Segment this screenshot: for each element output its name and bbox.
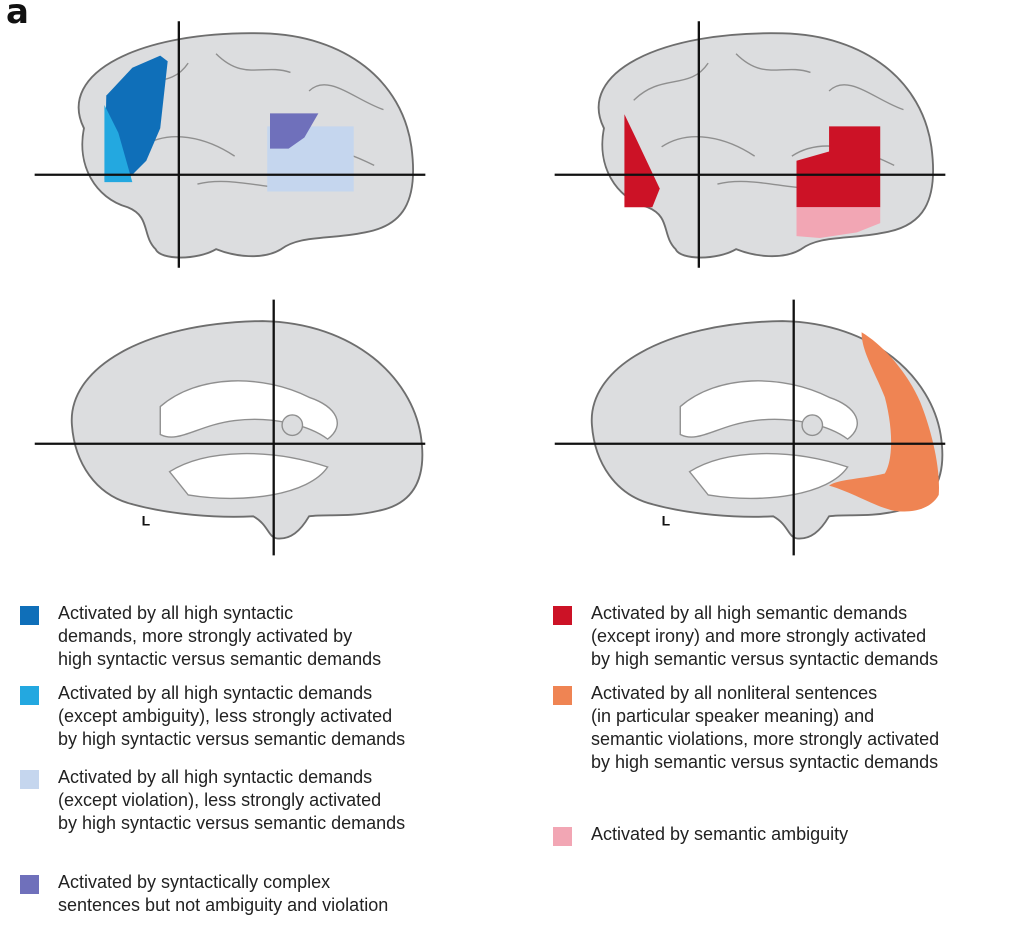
legend-text: Activated by all high syntactic demands,…: [58, 602, 381, 671]
brain-outline: [599, 33, 933, 257]
legend-item: Activated by syntactically complex sente…: [20, 871, 388, 917]
legend-text: Activated by syntactically complex sente…: [58, 871, 388, 917]
thalamus: [282, 415, 302, 435]
legend-item: Activated by all nonliteral sentences (i…: [553, 682, 939, 774]
thalamus: [802, 415, 822, 435]
legend-item: Activated by all high syntactic demands …: [20, 766, 405, 835]
brain-medial-semantic: L: [550, 295, 950, 560]
brain-lateral-semantic: [550, 12, 950, 277]
legend-item: Activated by all high semantic demands (…: [553, 602, 938, 671]
legend-swatch: [20, 770, 39, 789]
brain-medial-syntactic: L: [30, 295, 430, 560]
legend-swatch: [553, 686, 572, 705]
brain-lateral-syntactic: [30, 12, 430, 277]
legend-swatch: [553, 606, 572, 625]
panel-label: a: [6, 0, 29, 32]
legend-swatch: [20, 686, 39, 705]
legend-item: Activated by all high syntactic demands,…: [20, 602, 381, 671]
legend-text: Activated by all nonliteral sentences (i…: [591, 682, 939, 774]
legend-item: Activated by all high syntactic demands …: [20, 682, 405, 751]
legend-swatch: [20, 875, 39, 894]
legend-text: Activated by all high semantic demands (…: [591, 602, 938, 671]
legend-swatch: [553, 827, 572, 846]
legend-text: Activated by all high syntactic demands …: [58, 682, 405, 751]
legend-text: Activated by all high syntactic demands …: [58, 766, 405, 835]
brain-outline: [72, 321, 423, 539]
lateral-brain-shape: [599, 33, 933, 257]
hemisphere-label: L: [662, 513, 671, 529]
medial-brain-shape: [72, 321, 423, 539]
legend-text: Activated by semantic ambiguity: [591, 823, 848, 846]
hemisphere-label: L: [142, 513, 151, 529]
legend-item: Activated by semantic ambiguity: [553, 823, 848, 846]
legend-swatch: [20, 606, 39, 625]
